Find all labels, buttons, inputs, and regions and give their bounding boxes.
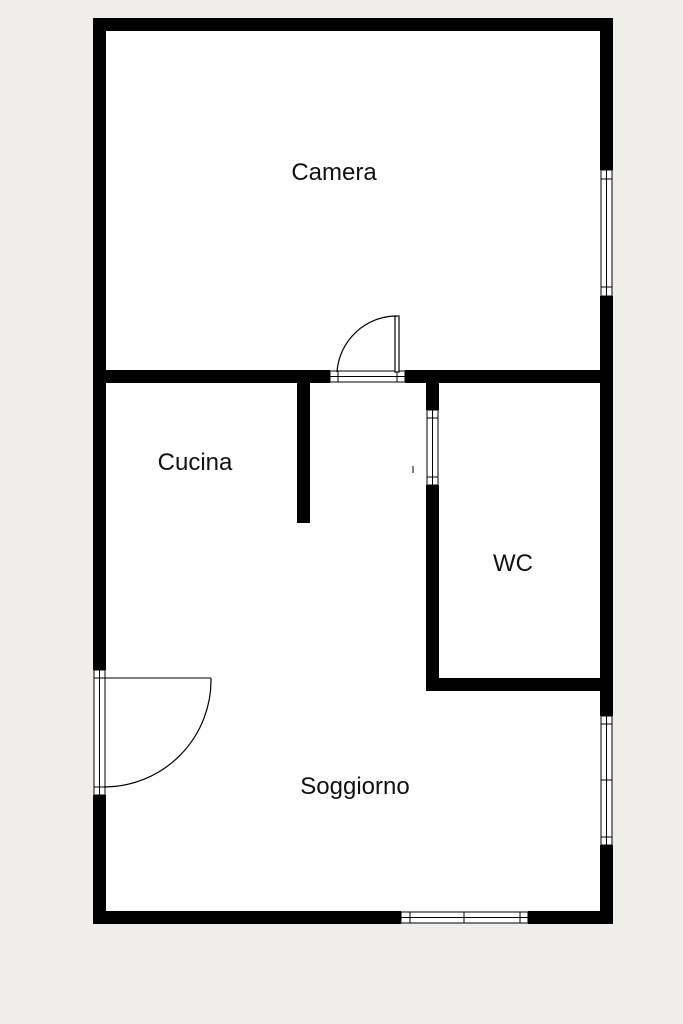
wall-wc-left-upper (426, 370, 439, 410)
window-soggiorno-right (600, 715, 613, 846)
room-label-wc: WC (493, 550, 533, 577)
door-camera (329, 315, 406, 383)
wall-left-upper (93, 18, 106, 670)
wall-right-3 (600, 845, 613, 924)
wall-left-lower (93, 795, 106, 924)
outer-walls (93, 18, 613, 924)
wall-camera-right (405, 370, 613, 383)
wall-bottom-right (528, 911, 613, 924)
wall-wc-left-lower (426, 485, 439, 691)
room-label-cucina: Cucina (158, 449, 233, 476)
room-label-camera: Camera (291, 159, 377, 186)
wall-right-2 (600, 296, 613, 716)
door-wc (426, 409, 439, 486)
wall-wc-bottom (426, 678, 613, 691)
wall-bottom-left (93, 911, 401, 924)
wall-kitchen-partition (297, 370, 310, 523)
wall-right-1 (600, 18, 613, 170)
door-entrance (93, 669, 212, 796)
window-soggiorno-bottom (400, 911, 529, 924)
floor-area (100, 25, 606, 918)
room-label-soggiorno: Soggiorno (300, 773, 409, 800)
interior-walls (93, 370, 613, 691)
window-camera-right (600, 169, 613, 297)
wall-top (93, 18, 613, 31)
wall-camera-left (93, 370, 330, 383)
